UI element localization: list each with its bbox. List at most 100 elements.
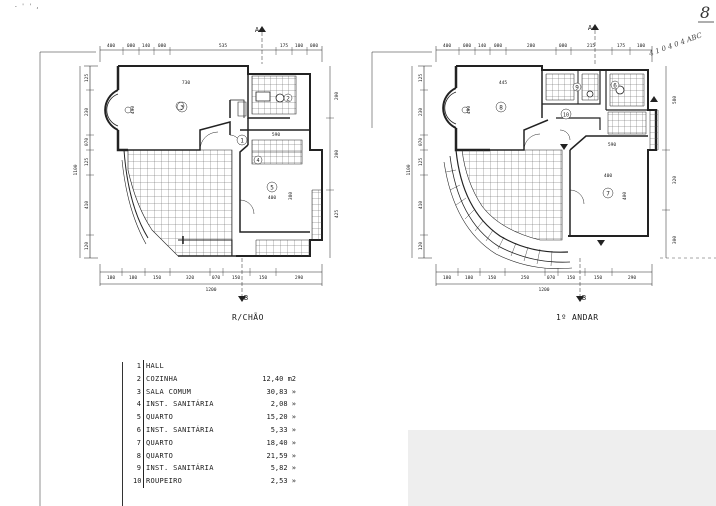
room-area: 15,20 » <box>266 413 296 422</box>
room-area: 30,83 » <box>266 387 296 396</box>
room-number: 5 <box>133 411 144 424</box>
room-area: 5,33 » <box>270 425 296 434</box>
dimension-label: 180 <box>107 275 116 281</box>
room-marker-6: 6 <box>610 80 620 90</box>
room-name: INST. SANITÁRIA <box>146 464 214 473</box>
svg-text:4: 4 <box>256 158 259 164</box>
room-marker-7: 7 <box>602 187 614 199</box>
dimension-label: 125 <box>418 158 424 167</box>
dimension-label: 150 <box>488 275 497 281</box>
dimension-label: 140 <box>478 43 487 49</box>
svg-text:- ' ' ,: - ' ' , <box>14 3 39 10</box>
svg-text:6: 6 <box>613 83 617 90</box>
room-number: 10 <box>133 475 144 488</box>
dimension-label: 200 <box>334 92 340 101</box>
dimension-label: 080 <box>559 43 568 49</box>
dimension-label: 400 <box>622 192 628 201</box>
dimension-label: 215 <box>587 43 596 49</box>
svg-text:8: 8 <box>700 3 710 22</box>
dimension-label: 400 <box>443 43 452 49</box>
room-name: INST. SANITÁRIA <box>146 425 214 434</box>
room-name: HALL <box>146 362 165 370</box>
dimension-label: 380 <box>288 192 294 201</box>
dimension-label: 1100 <box>406 164 412 175</box>
room-marker-3: 3 <box>176 101 188 113</box>
room-number: 8 <box>133 449 144 463</box>
dimension-label: 400 <box>107 43 116 49</box>
room-area: 18,40 » <box>266 438 296 447</box>
dimension-label: 490 <box>466 106 472 115</box>
room-marker-1: 1 <box>236 134 248 146</box>
room-area: 12,40 m2 <box>262 374 296 383</box>
room-number: 3 <box>133 385 144 399</box>
dimension-label: 425 <box>334 210 340 219</box>
room-name: COZINHA <box>146 374 178 383</box>
dimension-label: 080 <box>463 43 472 49</box>
dimension-label: 150 <box>232 275 241 281</box>
room-area: 2,53 » <box>270 477 296 486</box>
room-area: 5,82 » <box>270 464 296 473</box>
svg-text:A: A <box>588 24 593 32</box>
dimension-label: 100 <box>637 43 646 49</box>
first-floor-plan <box>372 24 716 302</box>
dimension-label: 080 <box>494 43 503 49</box>
dimension-label: 490 <box>130 106 136 115</box>
dimension-label: 125 <box>84 74 90 83</box>
svg-text:7: 7 <box>606 191 610 198</box>
dimension-label: 290 <box>628 275 637 281</box>
room-name: SALA COMUM <box>146 387 192 396</box>
svg-text:1: 1 <box>240 138 244 145</box>
dimension-label: 400 <box>268 195 277 201</box>
dimension-label: 290 <box>295 275 304 281</box>
dimension-label: 320 <box>186 275 195 281</box>
svg-text:3: 3 <box>180 105 184 112</box>
dimension-label: 1200 <box>205 287 216 293</box>
svg-text:B: B <box>244 294 248 302</box>
dimension-label: 280 <box>527 43 536 49</box>
dimension-label: 140 <box>142 43 151 49</box>
dimension-label: 200 <box>334 150 340 159</box>
first-floor-title: 1º ANDAR <box>556 313 599 322</box>
dimension-label: 180 <box>465 275 474 281</box>
svg-text:10: 10 <box>563 113 569 119</box>
dimension-label: 070 <box>212 275 221 281</box>
svg-text:4 1 0 4 0 4 ABC: 4 1 0 4 0 4 ABC <box>647 31 704 58</box>
dimension-label: 120 <box>418 242 424 251</box>
room-area: 21,59 » <box>266 451 296 460</box>
dimension-label: 175 <box>280 43 289 49</box>
room-marker-9: 9 <box>572 82 582 92</box>
room-number: 1 <box>133 360 144 373</box>
room-name: INST. SANITÁRIA <box>146 400 214 409</box>
dimension-labels: 400 080 140 080 535 175 100 080 180 180 150 320 070 1… <box>73 43 678 293</box>
room-marker-4: 4 <box>253 155 263 165</box>
dimension-label: 070 <box>547 275 556 281</box>
dimension-label: 400 <box>604 173 613 179</box>
room-name: QUARTO <box>146 438 174 447</box>
dimension-label: 125 <box>418 74 424 83</box>
dimension-label: 535 <box>219 43 228 49</box>
dimension-label: 1200 <box>538 287 549 293</box>
dimension-label: 230 <box>418 108 424 117</box>
room-number: 6 <box>133 423 144 437</box>
dimension-label: 730 <box>182 80 191 86</box>
room-number: 7 <box>133 436 144 450</box>
ground-floor-title: R/CHÃO <box>232 313 264 322</box>
svg-text:9: 9 <box>575 85 579 92</box>
dimension-label: 120 <box>84 242 90 251</box>
dimension-label: 150 <box>567 275 576 281</box>
svg-text:8: 8 <box>499 105 503 112</box>
dimension-label: 150 <box>153 275 162 281</box>
svg-text:2: 2 <box>286 96 290 103</box>
room-marker-2: 2 <box>283 93 293 103</box>
room-marker-10: 10 <box>560 108 572 120</box>
dimension-label: 320 <box>672 176 678 185</box>
dimension-label: 230 <box>84 108 90 117</box>
